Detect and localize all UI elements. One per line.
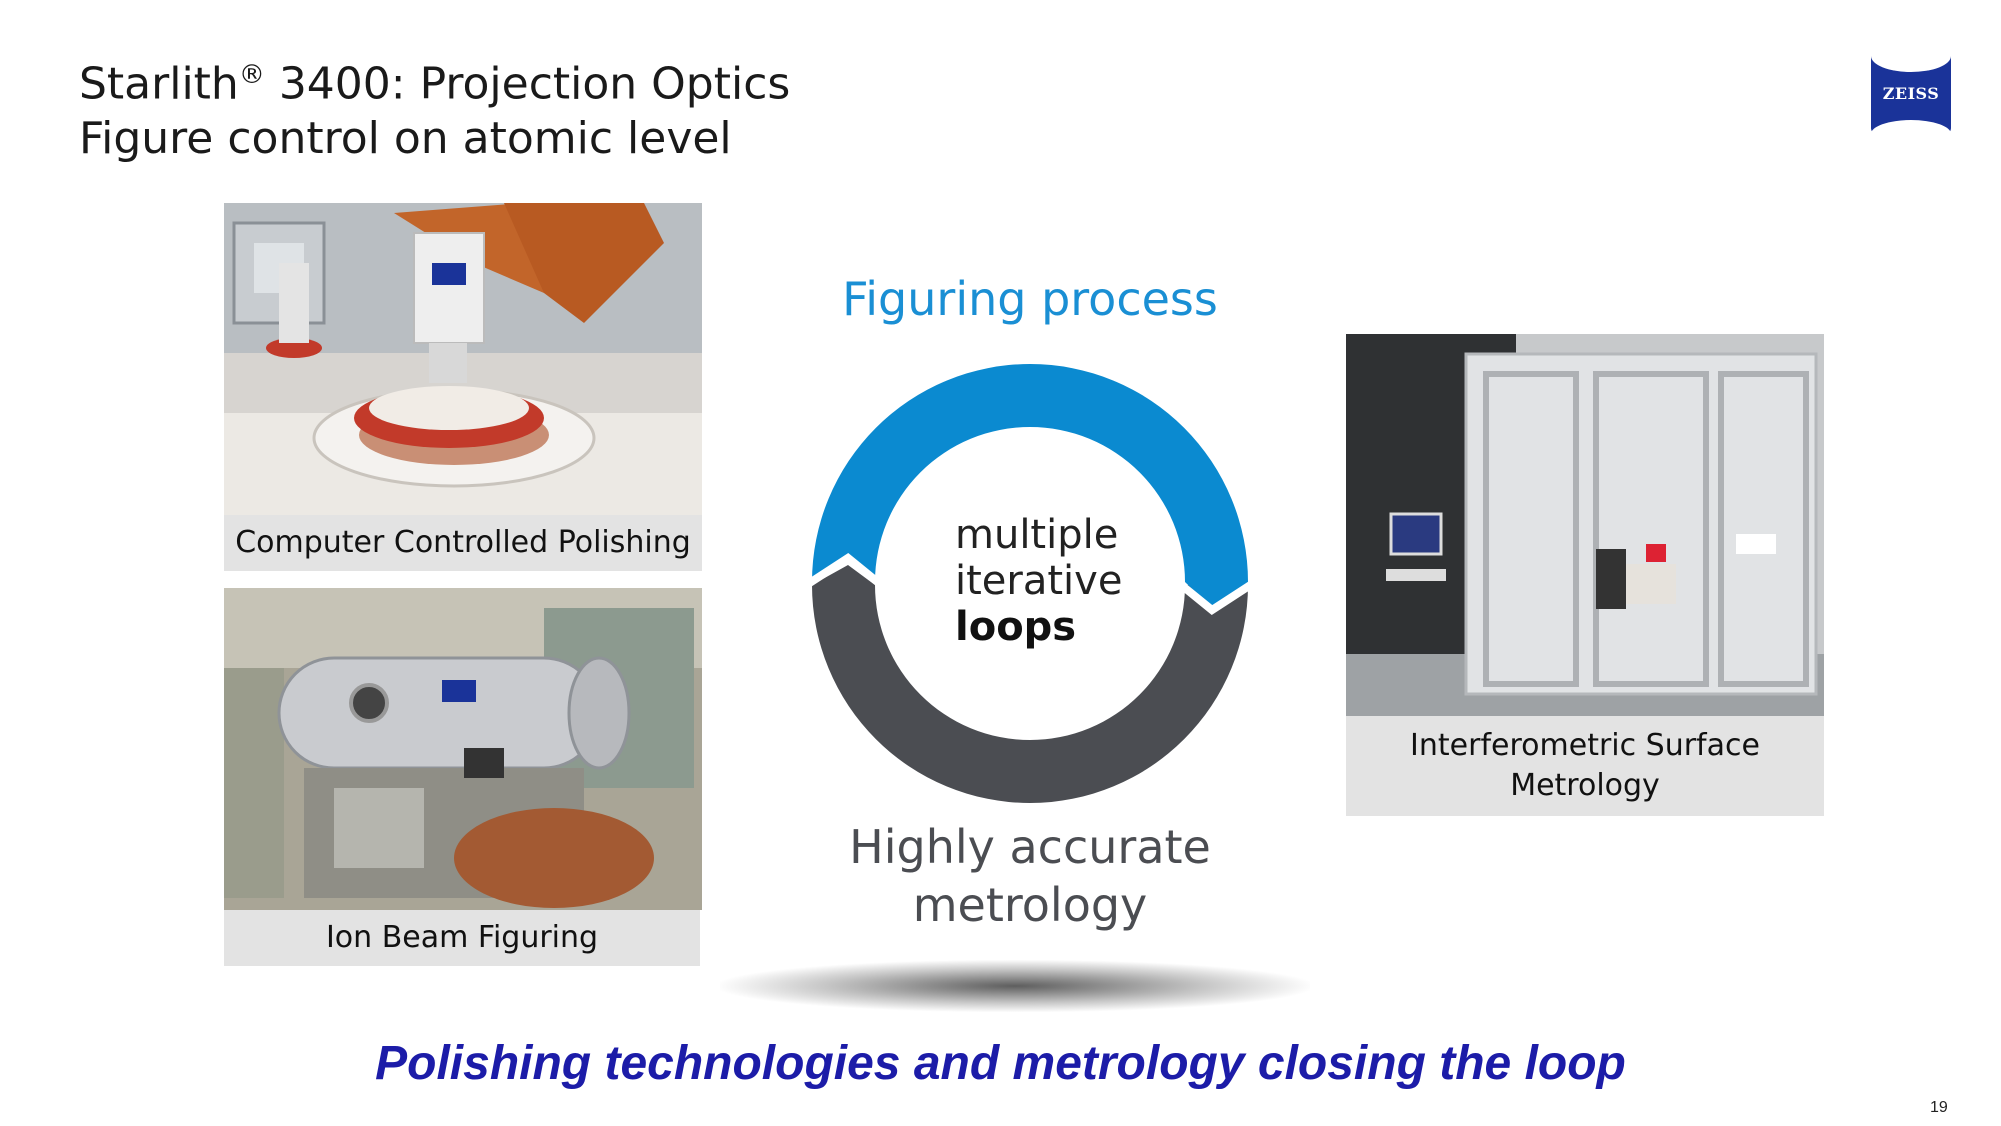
polishing-photo bbox=[224, 203, 702, 515]
page-title: Starlith® 3400: Projection Optics bbox=[79, 58, 791, 110]
tagline: Polishing technologies and metrology clo… bbox=[375, 1037, 1626, 1090]
metrology-photo bbox=[1346, 334, 1824, 716]
center-line-3: loops bbox=[955, 604, 1077, 650]
center-line-2: iterative bbox=[955, 558, 1123, 604]
ring-shadow bbox=[720, 960, 1310, 1012]
caption-metrology: Interferometric Surface Metrology bbox=[1346, 716, 1824, 816]
figuring-arc bbox=[812, 364, 1248, 608]
title-block: Starlith® 3400: Projection Optics Figure… bbox=[79, 48, 790, 166]
photo-card-ion-beam: Ion Beam Figuring bbox=[224, 588, 702, 966]
caption-polishing: Computer Controlled Polishing bbox=[224, 515, 702, 571]
metrology-arc bbox=[812, 565, 1248, 803]
photo-card-metrology: Interferometric Surface Metrology bbox=[1346, 334, 1824, 816]
cycle-center-text: multiple iterative loops bbox=[955, 512, 1122, 650]
zeiss-logo: ZEISS bbox=[1871, 56, 1951, 134]
registered-mark: ® bbox=[238, 60, 265, 90]
cycle-bottom-label: Highly accurate metrology bbox=[790, 818, 1270, 934]
center-line-1: multiple bbox=[955, 512, 1119, 558]
bottom-label-line-2: metrology bbox=[912, 878, 1148, 932]
cycle-ring bbox=[805, 364, 1255, 803]
caption-ion-beam: Ion Beam Figuring bbox=[224, 910, 700, 966]
page-subtitle: Figure control on atomic level bbox=[79, 112, 732, 164]
page-number: 19 bbox=[1930, 1099, 1948, 1116]
cycle-top-label: Figuring process bbox=[842, 272, 1218, 326]
bottom-label-line-1: Highly accurate bbox=[849, 820, 1211, 874]
ion-beam-photo bbox=[224, 588, 702, 910]
photo-card-polishing: Computer Controlled Polishing bbox=[224, 203, 702, 571]
logo-text: ZEISS bbox=[1882, 84, 1940, 103]
